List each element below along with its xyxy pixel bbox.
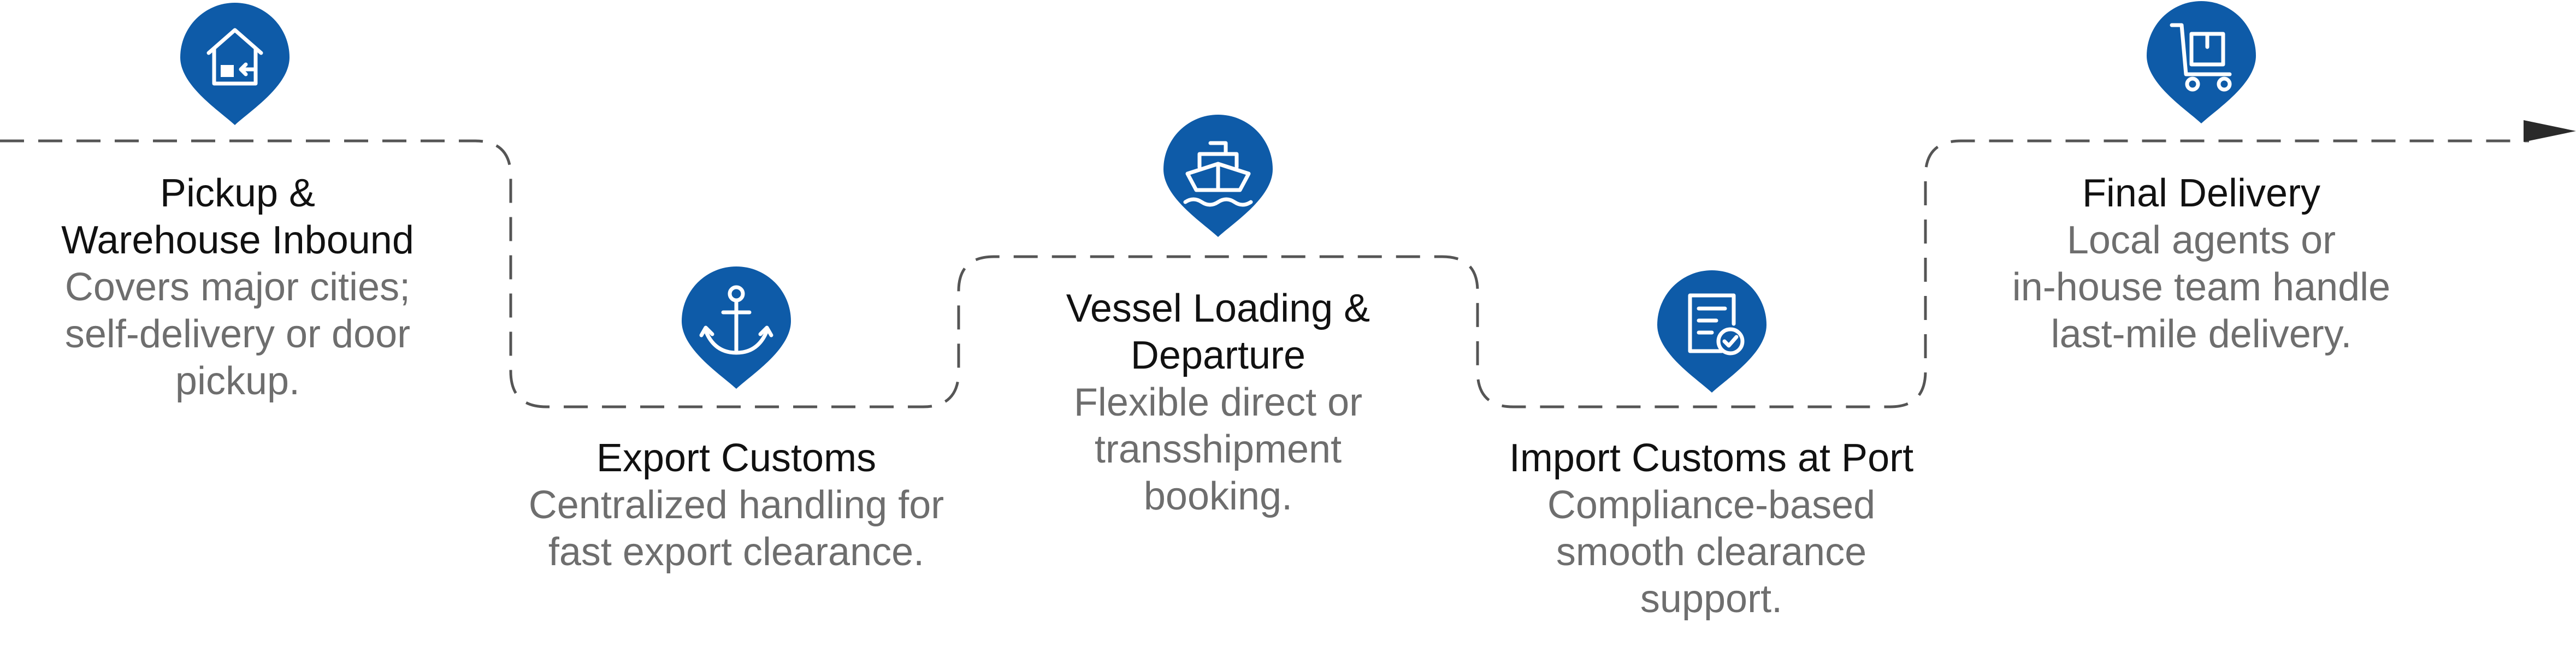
warehouse-icon <box>180 3 289 125</box>
step-final-delivery: Final Delivery Local agents or in-house … <box>1966 170 2436 358</box>
arrow-head-icon <box>2524 120 2576 142</box>
step-description: Compliance-based smooth clearance suppor… <box>1547 483 1876 621</box>
step-description: Local agents or in-house team handle las… <box>2012 218 2391 356</box>
step-import-customs: Import Customs at Port Compliance-based … <box>1476 435 1946 623</box>
delivery-cart-icon <box>2147 1 2256 123</box>
step-export-customs: Export Customs Centralized handling for … <box>501 435 971 576</box>
step-vessel-loading: Vessel Loading & Departure Flexible dire… <box>983 285 1453 520</box>
step-description: Centralized handling for fast export cle… <box>528 483 944 574</box>
step-description: Covers major cities; self-delivery or do… <box>64 265 411 403</box>
step-title: Pickup & Warehouse Inbound <box>61 171 414 262</box>
customs-document-icon <box>1657 270 1766 393</box>
step-title: Vessel Loading & Departure <box>1066 287 1370 377</box>
ship-icon <box>1163 115 1273 237</box>
step-title: Final Delivery <box>2082 171 2321 215</box>
dashed-route-line <box>0 139 2529 408</box>
step-title: Import Customs at Port <box>1509 436 1914 480</box>
step-pickup: Pickup & Warehouse Inbound Covers major … <box>3 170 472 405</box>
step-title: Export Customs <box>596 436 877 480</box>
anchor-icon <box>682 266 791 389</box>
step-description: Flexible direct or transshipment booking… <box>1073 381 1363 518</box>
